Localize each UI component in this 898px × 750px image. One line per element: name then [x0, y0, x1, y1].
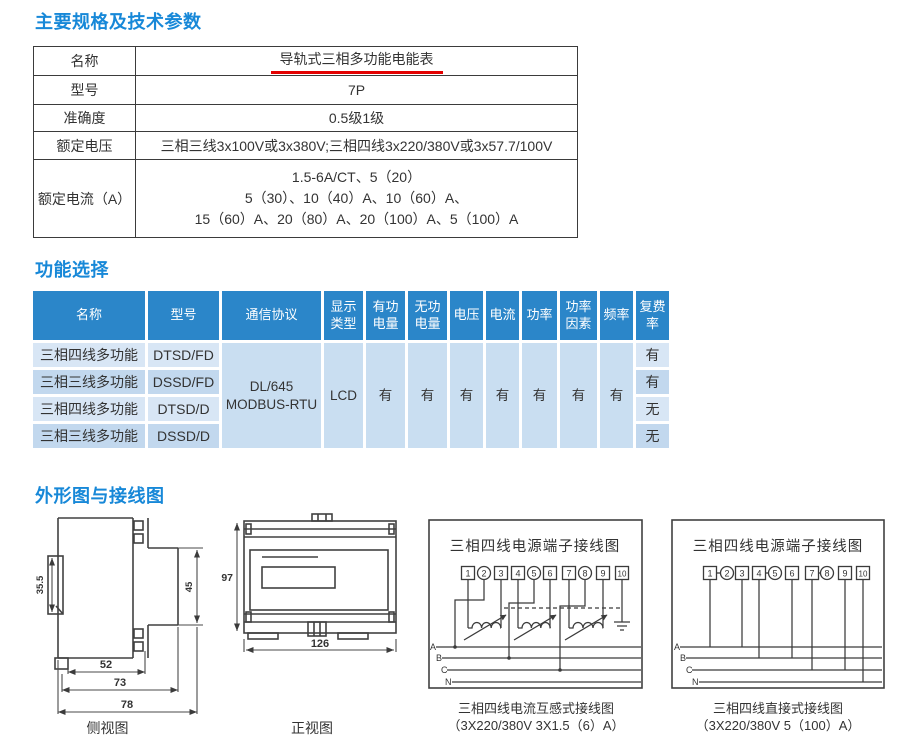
wiring-ct-caption: 三相四线电流互感式接线图 （3X220/380V 3X1.5（6）A） — [447, 701, 625, 733]
col-header: 功率因素 — [560, 291, 597, 340]
dim-97: 97 — [221, 572, 233, 584]
cell-active-energy: 有 — [366, 343, 405, 448]
col-header: 无功电量 — [408, 291, 447, 340]
front-view-drawing: 97 126 — [221, 513, 397, 653]
wiring-diagram-direct: 三相四线电源端子接线图 1 2 3 4 5 6 7 8 9 10 — [671, 519, 885, 689]
phase-label: N — [445, 677, 452, 687]
col-header: 频率 — [600, 291, 633, 340]
front-view-caption: 正视图 — [291, 720, 333, 736]
cell-name: 三相四线多功能 — [33, 397, 145, 421]
phase-label: N — [692, 677, 699, 687]
terminal-number: 6 — [547, 569, 552, 579]
side-view-drawing: 35.5 45 52 73 78 — [35, 517, 203, 715]
cell-reactive-energy: 有 — [408, 343, 447, 448]
phase-label: C — [441, 665, 448, 675]
spec-row-label: 额定电压 — [33, 131, 136, 160]
dim-52: 52 — [100, 659, 112, 671]
spec-row-value: 导轨式三相多功能电能表 — [135, 46, 578, 76]
terminal-number: 7 — [566, 569, 571, 579]
col-header: 复费率 — [636, 291, 669, 340]
wiring-direct-caption: 三相四线直接式接线图 （3X220/380V 5（100）A） — [695, 701, 861, 733]
terminal-number: 4 — [515, 569, 520, 579]
terminal-number: 10 — [859, 570, 868, 579]
dim-126: 126 — [311, 638, 329, 650]
cell-model: DSSD/D — [148, 424, 219, 448]
terminal-number: 8 — [824, 569, 829, 579]
col-header: 功率 — [522, 291, 557, 340]
wiring-ct-title: 三相四线电源端子接线图 — [450, 538, 621, 555]
cell-name: 三相三线多功能 — [33, 424, 145, 448]
spec-row-value: 1.5-6A/CT、5（20） 5（30）、10（40）A、10（60）A、 1… — [135, 159, 578, 238]
section-title-drawings: 外形图与接线图 — [35, 486, 165, 506]
col-header: 电压 — [450, 291, 483, 340]
product-name-underlined: 导轨式三相多功能电能表 — [270, 49, 443, 74]
cell-model: DSSD/FD — [148, 370, 219, 394]
cell-frequency: 有 — [600, 343, 633, 448]
col-header: 通信协议 — [222, 291, 321, 340]
cell-power: 有 — [522, 343, 557, 448]
cell-power-factor: 有 — [560, 343, 597, 448]
terminal-number: 9 — [600, 569, 605, 579]
dim-73: 73 — [114, 677, 126, 689]
terminal-number: 3 — [739, 569, 744, 579]
phase-label: A — [430, 642, 436, 652]
cell-voltage: 有 — [450, 343, 483, 448]
col-header: 电流 — [486, 291, 519, 340]
terminal-number: 2 — [724, 569, 729, 579]
spec-row-label: 准确度 — [33, 104, 136, 132]
col-header: 型号 — [148, 291, 219, 340]
section-title-functions: 功能选择 — [35, 260, 109, 280]
cell-name: 三相四线多功能 — [33, 343, 145, 367]
spec-row-label: 额定电流（A） — [33, 159, 136, 238]
terminal-number: 9 — [842, 569, 847, 579]
spec-row-value: 7P — [135, 75, 578, 105]
terminal-number: 8 — [582, 569, 587, 579]
spec-row-label: 名称 — [33, 46, 136, 76]
terminal-number: 7 — [809, 569, 814, 579]
cell-model: DTSD/D — [148, 397, 219, 421]
cell-model: DTSD/FD — [148, 343, 219, 367]
terminal-number: 3 — [498, 569, 503, 579]
terminal-number: 5 — [772, 569, 777, 579]
col-header: 显示类型 — [324, 291, 363, 340]
cell-multi-rate: 有 — [636, 370, 669, 394]
spec-row-value: 0.5级1级 — [135, 104, 578, 132]
cell-multi-rate: 无 — [636, 397, 669, 421]
terminal-number: 2 — [481, 569, 486, 579]
phase-label: B — [680, 653, 686, 663]
terminal-number: 1 — [465, 569, 470, 579]
side-view-caption: 侧视图 — [86, 720, 129, 736]
col-header: 有功电量 — [366, 291, 405, 340]
function-table: 名称 型号 通信协议 显示类型 有功电量 无功电量 电压 电流 功率 功率因素 … — [30, 288, 672, 451]
terminal-number: 4 — [756, 569, 761, 579]
phase-label: C — [686, 665, 693, 675]
cell-display-type: LCD — [324, 343, 363, 448]
terminal-number: 5 — [531, 569, 536, 579]
cell-name: 三相三线多功能 — [33, 370, 145, 394]
dim-78: 78 — [121, 699, 133, 711]
section-title-specs: 主要规格及技术参数 — [35, 12, 202, 32]
phase-label: A — [674, 642, 680, 652]
cell-multi-rate: 有 — [636, 343, 669, 367]
cell-current: 有 — [486, 343, 519, 448]
terminal-number: 1 — [707, 569, 712, 579]
spec-row-value: 三相三线3x100V或3x380V;三相四线3x220/380V或3x57.7/… — [135, 131, 578, 160]
col-header: 名称 — [33, 291, 145, 340]
wiring-direct-title: 三相四线电源端子接线图 — [693, 538, 864, 555]
terminal-number: 10 — [618, 570, 627, 579]
cell-multi-rate: 无 — [636, 424, 669, 448]
spec-table: 名称 导轨式三相多功能电能表 型号 7P 准确度 0.5级1级 额定电压 三相三… — [33, 46, 578, 238]
terminal-number: 6 — [789, 569, 794, 579]
spec-row-label: 型号 — [33, 75, 136, 105]
phase-label: B — [436, 653, 442, 663]
wiring-diagram-ct: 三相四线电源端子接线图 1 2 3 4 5 6 7 8 9 10 — [428, 519, 643, 689]
dim-35-5: 35.5 — [35, 575, 46, 594]
dim-45: 45 — [184, 581, 195, 592]
